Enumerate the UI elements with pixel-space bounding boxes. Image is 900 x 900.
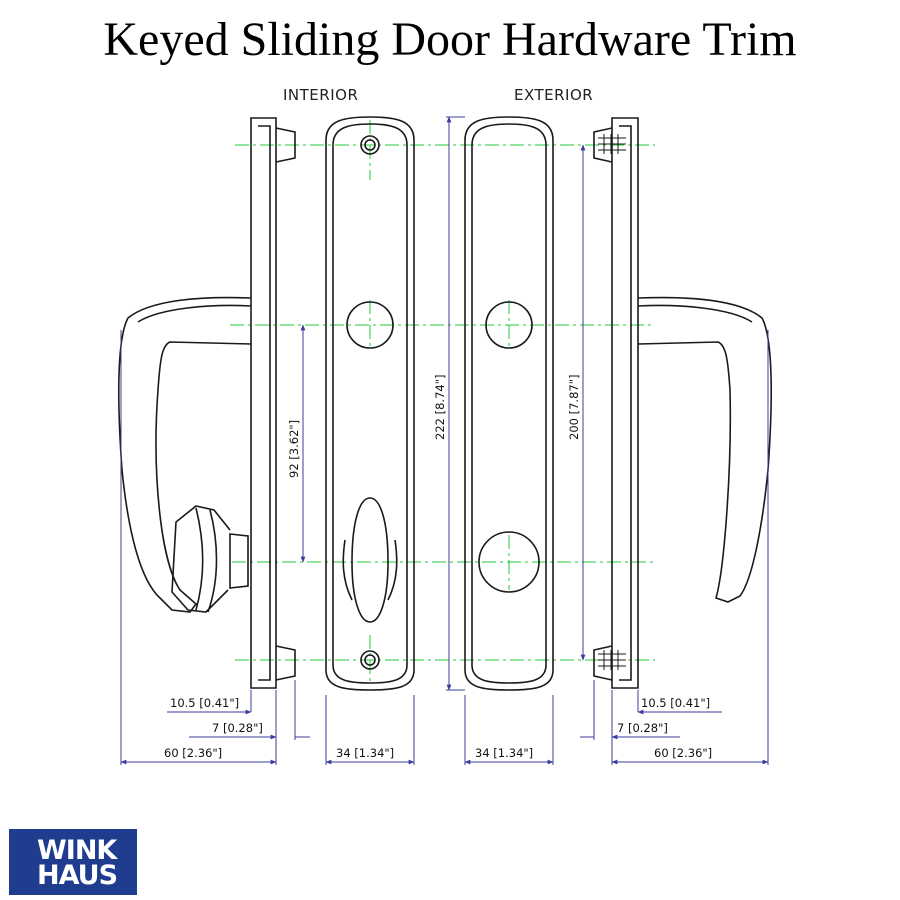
exterior-view-label: EXTERIOR	[514, 86, 594, 104]
winkhaus-logo: WINK HAUS	[9, 829, 137, 895]
exterior-hole-spacing-label: 200 [7.87"]	[567, 375, 581, 440]
exterior-height-label: 222 [8.74"]	[433, 375, 447, 440]
right-offset-b-label: 7 [0.28"]	[617, 721, 668, 735]
right-projection-label: 60 [2.36"]	[654, 746, 712, 760]
interior-view-label: INTERIOR	[283, 86, 359, 104]
interior-spacing-label: 92 [3.62"]	[287, 420, 301, 478]
interior-width-label: 34 [1.34"]	[336, 746, 394, 760]
interior-face-plate	[325, 116, 415, 691]
exterior-side-profile	[593, 117, 773, 689]
exterior-face-plate	[464, 116, 554, 691]
left-offset-b-label: 7 [0.28"]	[212, 721, 263, 735]
right-offset-a-label: 10.5 [0.41"]	[641, 696, 710, 710]
dimension-lines	[120, 116, 769, 765]
logo-line-1: WINK	[37, 835, 117, 866]
left-projection-label: 60 [2.36"]	[164, 746, 222, 760]
exterior-width-label: 34 [1.34"]	[475, 746, 533, 760]
left-offset-a-label: 10.5 [0.41"]	[170, 696, 239, 710]
page-title: Keyed Sliding Door Hardware Trim	[103, 13, 797, 66]
interior-side-profile	[117, 117, 296, 689]
logo-line-2: HAUS	[37, 860, 118, 891]
